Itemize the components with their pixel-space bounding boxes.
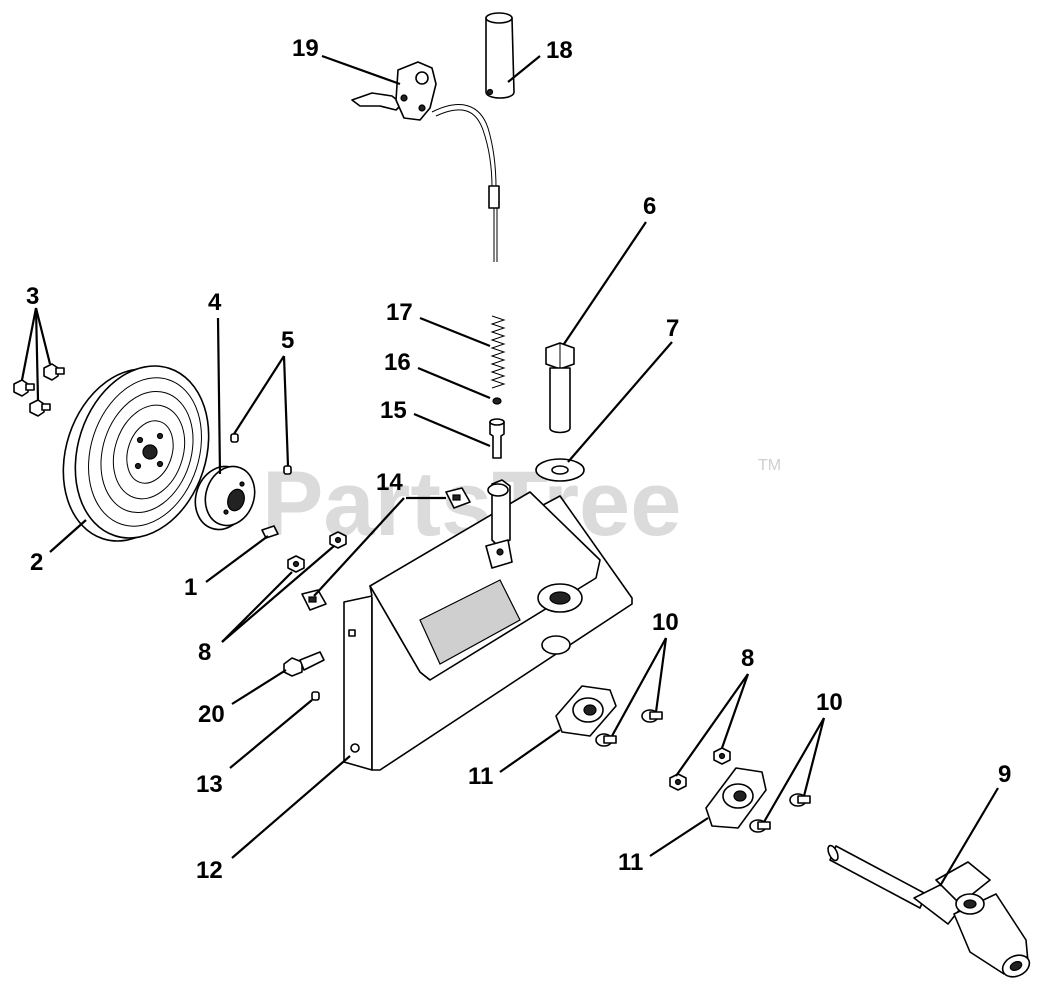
callout-17: 17 bbox=[386, 299, 413, 326]
part-9-shaft-ujoint bbox=[827, 844, 1031, 978]
part-11-bearing-upper bbox=[555, 685, 617, 737]
part-20-bolt bbox=[283, 651, 325, 677]
callout-20: 20 bbox=[198, 701, 225, 728]
callout-8a: 8 bbox=[198, 639, 211, 666]
part-6-hex-bolt bbox=[545, 342, 575, 434]
part-4-hub bbox=[194, 465, 256, 531]
callout-12: 12 bbox=[196, 857, 223, 884]
callout-4: 4 bbox=[208, 289, 222, 316]
callout-9: 9 bbox=[998, 761, 1011, 788]
part-10-carriage-bolts bbox=[595, 709, 811, 833]
part-2-pulley bbox=[62, 365, 210, 542]
part-18-sleeve bbox=[485, 12, 515, 99]
callout-numbers: 19 18 6 3 4 17 7 5 16 15 14 2 1 10 8 8 1… bbox=[26, 35, 1011, 884]
callout-2: 2 bbox=[30, 549, 43, 576]
callout-10b: 10 bbox=[816, 689, 843, 716]
leader-lines bbox=[20, 54, 999, 887]
callout-7: 7 bbox=[666, 315, 679, 342]
part-12-bracket bbox=[343, 491, 633, 771]
callout-11b: 11 bbox=[618, 849, 643, 876]
callout-13: 13 bbox=[196, 771, 223, 798]
part-19-control-lever bbox=[351, 61, 500, 262]
part-17-spring bbox=[490, 315, 506, 389]
callout-10a: 10 bbox=[652, 609, 679, 636]
callout-6: 6 bbox=[643, 193, 656, 220]
callout-18: 18 bbox=[546, 37, 573, 64]
part-14-clip-nuts bbox=[301, 487, 471, 611]
part-1-key bbox=[261, 525, 279, 539]
watermark-tm: TM bbox=[758, 457, 781, 474]
callout-3: 3 bbox=[26, 283, 39, 310]
part-15-plunger bbox=[489, 418, 505, 459]
bracket-collar bbox=[485, 479, 513, 569]
part-13-screw bbox=[311, 691, 320, 701]
part-16-pin bbox=[492, 397, 502, 405]
callout-19: 19 bbox=[292, 35, 319, 62]
callout-8b: 8 bbox=[741, 645, 754, 672]
part-7-washer bbox=[535, 458, 585, 482]
part-8-nuts-right bbox=[669, 747, 731, 791]
part-8-nuts-left bbox=[287, 531, 347, 573]
callout-5: 5 bbox=[281, 327, 294, 354]
part-3-bolts bbox=[13, 363, 65, 417]
callout-11a: 11 bbox=[468, 763, 493, 790]
callout-14: 14 bbox=[376, 469, 403, 496]
part-11-bearing-lower bbox=[705, 767, 767, 829]
callout-16: 16 bbox=[384, 349, 411, 376]
callout-1: 1 bbox=[184, 574, 197, 601]
callout-15: 15 bbox=[380, 397, 407, 424]
